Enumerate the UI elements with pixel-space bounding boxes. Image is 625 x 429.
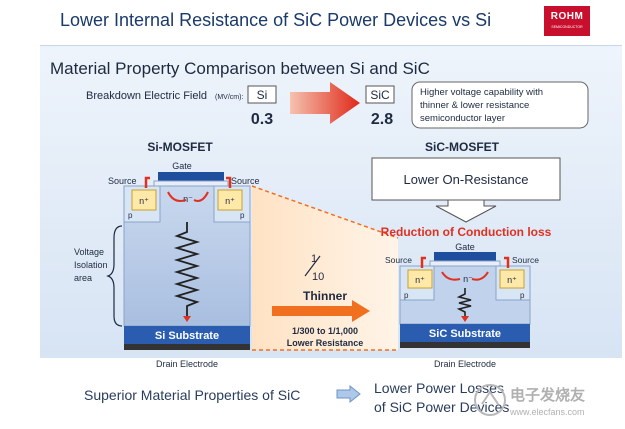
note-box bbox=[411, 81, 589, 129]
thinner-arrow bbox=[272, 300, 370, 322]
callout-arrow bbox=[435, 199, 497, 223]
logo-text: ROHM bbox=[550, 11, 584, 22]
fraction-numerator: 1 bbox=[311, 253, 317, 265]
si-source-left-label: Source bbox=[108, 176, 137, 186]
reduction-label: Reduction of Conduction loss bbox=[381, 225, 552, 239]
fraction-slash bbox=[304, 255, 321, 277]
si-channel-arrow-right bbox=[193, 191, 209, 202]
si-current-arrow-left bbox=[144, 176, 150, 188]
watermark-url: www.elecfans.com bbox=[509, 407, 585, 417]
sic-channel-arrow-right bbox=[471, 271, 489, 281]
sic-gate-label: Gate bbox=[455, 242, 475, 252]
comparison-heading: Material Property Comparison between Si … bbox=[50, 59, 430, 78]
si-box-label: Si bbox=[257, 88, 268, 102]
sic-substrate-label: SiC Substrate bbox=[429, 328, 501, 340]
si-n-plus-right-label: n⁺ bbox=[225, 196, 235, 206]
sic-channel-arrow-left bbox=[441, 271, 461, 281]
note-line-3: semiconductor layer bbox=[420, 113, 505, 124]
sic-n-plus-right bbox=[499, 269, 525, 289]
breakdown-label: Breakdown Electric Field bbox=[86, 90, 207, 102]
rohm-logo: ROHM SEMICONDUCTOR bbox=[544, 6, 590, 36]
watermark-logo-icon bbox=[474, 384, 506, 416]
si-source-right-label: Source bbox=[231, 176, 260, 186]
sic-p-left-label: p bbox=[404, 291, 409, 300]
si-current-arrow-right bbox=[226, 176, 232, 188]
sic-box-label: SiC bbox=[370, 88, 390, 102]
sic-p-right-label: p bbox=[520, 291, 525, 300]
sic-drain-electrode bbox=[400, 342, 530, 348]
resistance-range: 1/300 to 1/1,000 bbox=[292, 326, 358, 336]
si-substrate-label: Si Substrate bbox=[155, 330, 219, 342]
si-current-down-arrow bbox=[183, 316, 191, 322]
si-drain-label: Drain Electrode bbox=[156, 359, 218, 369]
sic-n-plus-left bbox=[407, 269, 433, 289]
si-n-minus-label: n⁻ bbox=[183, 194, 193, 204]
sic-current-down-arrow bbox=[461, 316, 469, 322]
watermark: 电子发烧友 www.elecfans.com bbox=[474, 384, 585, 417]
si-n-plus-left-label: n⁺ bbox=[139, 196, 149, 206]
si-p-right-label: p bbox=[240, 211, 245, 220]
note-line-2: thinner & lower resistance bbox=[420, 100, 529, 111]
comparison-arrow bbox=[290, 82, 360, 124]
sic-gate bbox=[434, 252, 496, 261]
sic-source-right-label: Source bbox=[512, 255, 539, 265]
si-resistor-icon bbox=[173, 222, 201, 318]
callout-text: Lower On-Resistance bbox=[404, 172, 529, 187]
fraction-denominator: 10 bbox=[312, 271, 324, 283]
voltage-label-2: Isolation bbox=[74, 260, 108, 270]
si-substrate bbox=[124, 326, 250, 344]
voltage-brace bbox=[106, 225, 123, 327]
note-line-1: Higher voltage capability with bbox=[420, 87, 543, 98]
watermark-text: 电子发烧友 bbox=[510, 386, 585, 404]
funnel-top-dashed bbox=[251, 185, 399, 239]
si-box bbox=[247, 85, 277, 104]
footer-arrow-icon bbox=[336, 385, 361, 403]
page-title: Lower Internal Resistance of SiC Power D… bbox=[60, 10, 492, 30]
si-p-left-label: p bbox=[128, 211, 133, 220]
sic-value: 2.8 bbox=[371, 111, 393, 128]
sic-box bbox=[365, 85, 395, 104]
si-gate-oxide bbox=[153, 180, 229, 187]
sic-mosfet-title: SiC-MOSFET bbox=[425, 140, 500, 154]
sic-current-arrow-right bbox=[504, 256, 510, 268]
sic-drain-label: Drain Electrode bbox=[434, 359, 496, 369]
callout-box bbox=[371, 157, 561, 201]
sic-n-plus-right-label: n⁺ bbox=[507, 275, 517, 285]
thinner-label: Thinner bbox=[303, 289, 347, 303]
sic-source-left-label: Source bbox=[385, 255, 412, 265]
sic-n-minus-label: n⁻ bbox=[463, 274, 473, 284]
breakdown-unit: (MV/cm): bbox=[215, 94, 243, 101]
footer-right-line-1: Lower Power Losses bbox=[374, 380, 504, 396]
sic-substrate bbox=[400, 324, 530, 342]
footer-left-text: Superior Material Properties of SiC bbox=[84, 387, 301, 403]
si-value: 0.3 bbox=[251, 111, 273, 128]
si-mosfet-title: Si-MOSFET bbox=[147, 140, 213, 154]
sic-current-arrow-left bbox=[420, 256, 426, 268]
voltage-label-3: area bbox=[74, 273, 92, 283]
logo-subtext: SEMICONDUCTOR bbox=[551, 25, 583, 29]
si-drain-electrode bbox=[124, 344, 250, 350]
si-gate bbox=[158, 172, 224, 181]
si-n-plus-left bbox=[131, 189, 157, 211]
si-channel-arrow-left bbox=[167, 191, 187, 202]
voltage-label-1: Voltage bbox=[74, 247, 104, 257]
lower-resistance-label: Lower Resistance bbox=[287, 338, 364, 348]
si-gate-label: Gate bbox=[172, 161, 192, 171]
sic-n-plus-left-label: n⁺ bbox=[415, 275, 425, 285]
si-n-plus-right bbox=[217, 189, 243, 211]
sic-gate-oxide bbox=[429, 260, 501, 267]
sic-resistor-icon bbox=[456, 288, 472, 318]
